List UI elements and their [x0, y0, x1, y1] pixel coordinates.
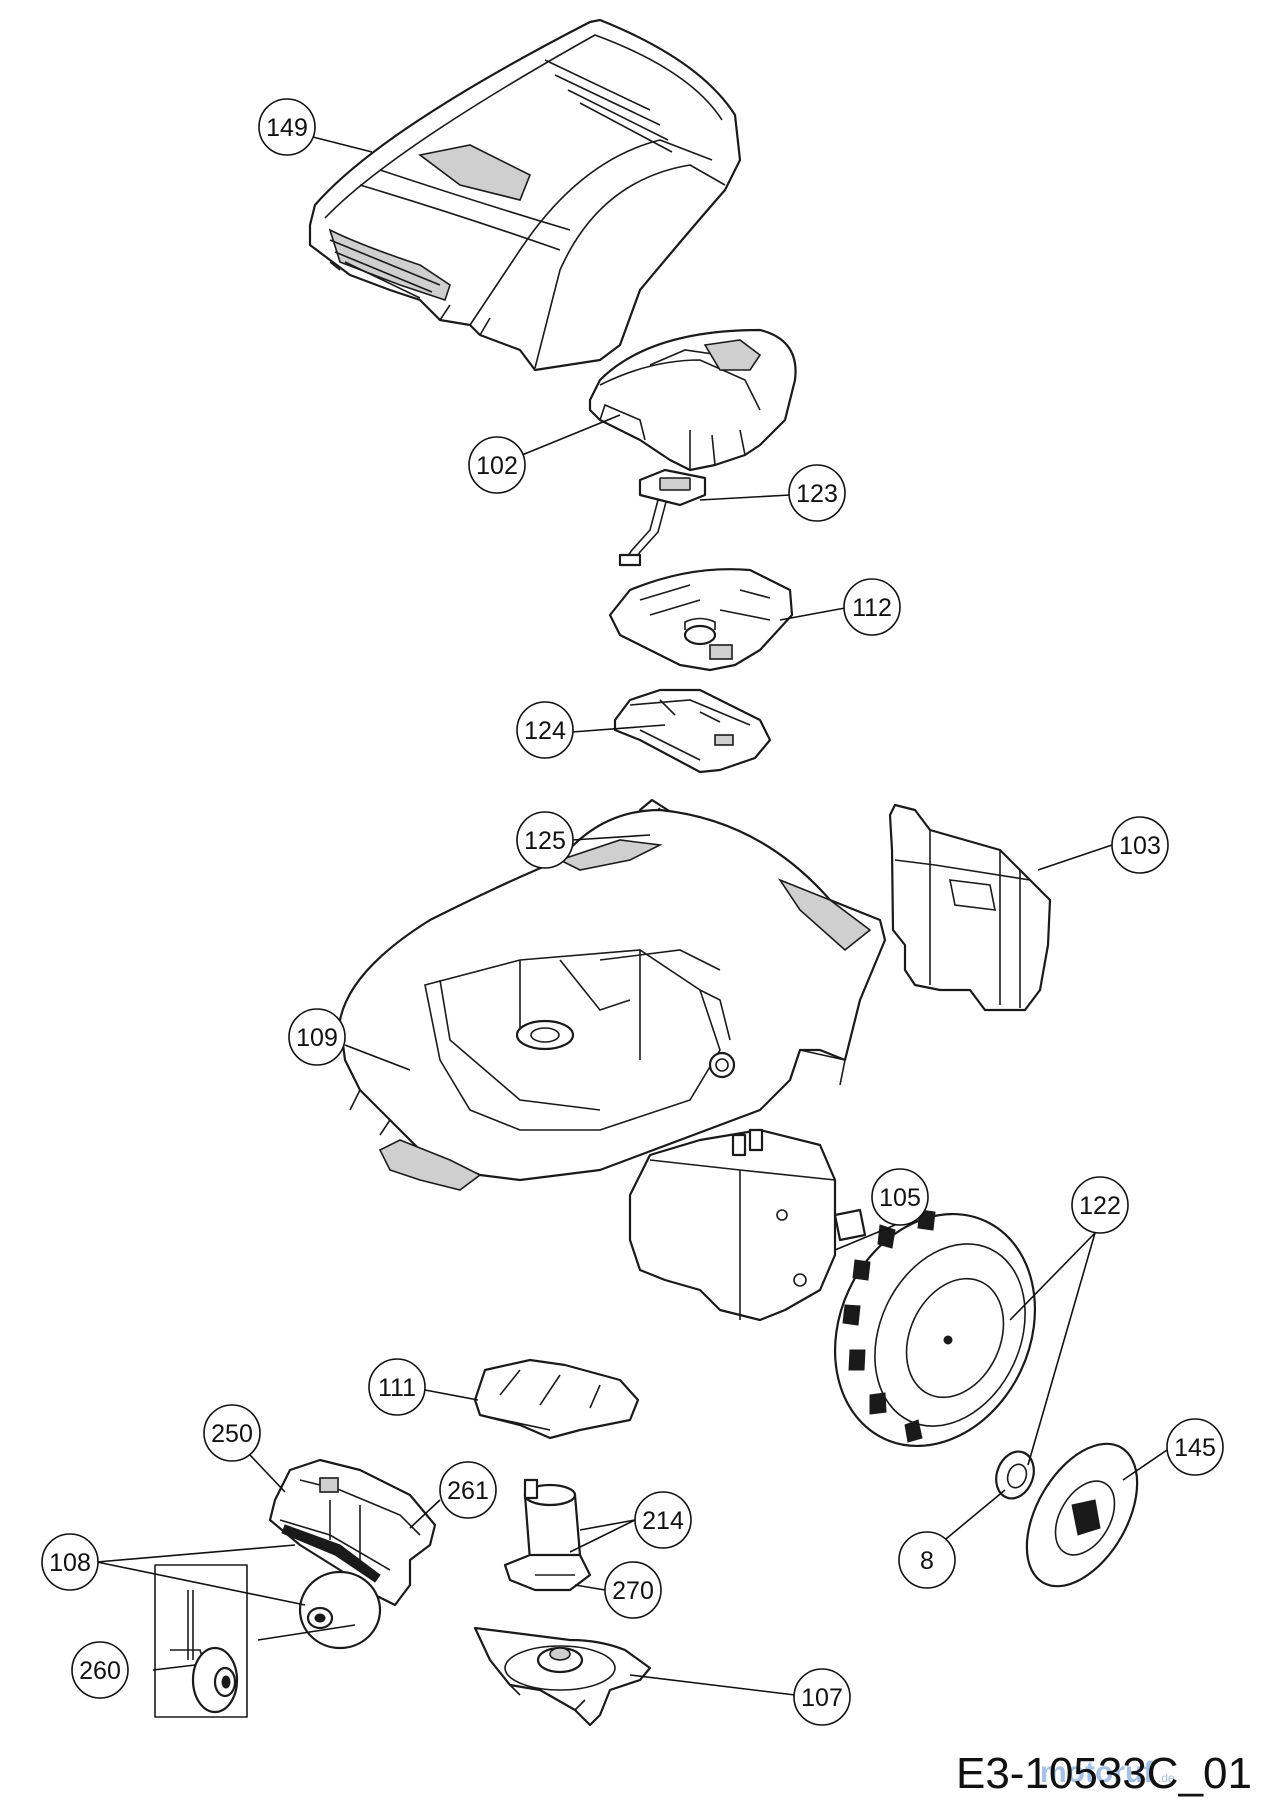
leader-lines	[96, 134, 1168, 1696]
leader-122a	[1009, 1232, 1096, 1321]
leader-107	[629, 1674, 796, 1696]
leader-270	[574, 1584, 606, 1591]
callout-250: 250	[203, 1404, 261, 1462]
callout-103-label: 103	[1119, 832, 1161, 860]
part-149-top-cover	[308, 18, 742, 372]
part-214-cutter-motor	[503, 1478, 592, 1592]
callout-8: 8	[898, 1531, 956, 1589]
part-260-caster-wheel	[154, 1564, 248, 1718]
part-102-front-cover	[588, 328, 797, 472]
callout-125-label: 125	[524, 827, 566, 855]
part-111-bracket	[473, 1358, 640, 1440]
leader-149	[304, 134, 373, 153]
part-109-chassis	[338, 808, 887, 1191]
leader-261	[409, 1499, 441, 1529]
callout-270: 270	[604, 1561, 662, 1619]
callout-109: 109	[288, 1008, 346, 1066]
part-124-pcb-tray	[613, 688, 772, 774]
leader-125	[571, 834, 651, 841]
callout-250-label: 250	[211, 1420, 253, 1448]
leader-111	[424, 1389, 479, 1401]
leader-105	[834, 1224, 896, 1251]
part-8-hub-nut	[995, 1450, 1035, 1500]
leader-112	[779, 607, 846, 621]
part-103-battery-box	[888, 803, 1052, 1012]
callout-111-label: 111	[378, 1374, 416, 1402]
callout-124: 124	[516, 701, 574, 759]
part-250-cutter-housing	[268, 1458, 437, 1607]
leader-109	[344, 1044, 411, 1071]
leader-108b	[96, 1561, 306, 1606]
leader-214b	[569, 1519, 636, 1553]
callout-122-label: 122	[1079, 1192, 1121, 1220]
leader-124	[571, 724, 666, 733]
callout-102-label: 102	[476, 452, 518, 480]
leader-103	[1037, 844, 1113, 871]
callout-214: 214	[634, 1491, 692, 1549]
leader-145	[1122, 1449, 1168, 1481]
part-122-wheel	[833, 1209, 1037, 1448]
callout-111: 111	[368, 1358, 426, 1416]
callout-149-label: 149	[266, 114, 308, 142]
leader-260a	[152, 1664, 196, 1671]
leader-108a	[96, 1544, 296, 1563]
callout-261: 261	[439, 1461, 497, 1519]
callout-112-label: 112	[852, 594, 892, 622]
callout-8-label: 8	[920, 1547, 934, 1575]
callout-149: 149	[258, 98, 316, 156]
callout-105: 105	[871, 1168, 929, 1226]
callout-260-label: 260	[79, 1657, 121, 1685]
watermark-text: motoruf	[1040, 1756, 1154, 1789]
leader-8	[934, 1489, 1006, 1549]
callout-145-label: 145	[1174, 1434, 1216, 1462]
leader-260b	[257, 1624, 356, 1641]
part-123-small-pcb	[618, 468, 707, 567]
watermark-suffix: .de	[1158, 1771, 1175, 1785]
callout-112: 112	[843, 578, 901, 636]
callout-214-label: 214	[642, 1507, 684, 1535]
callout-108-label: 108	[49, 1549, 91, 1577]
leader-214a	[579, 1519, 636, 1531]
callout-105-label: 105	[879, 1184, 921, 1212]
leader-102	[521, 414, 621, 456]
callout-102: 102	[468, 436, 526, 494]
drawing-code: E3-10533C_01	[956, 1749, 1252, 1798]
callout-261-label: 261	[447, 1477, 489, 1505]
part-112-main-pcb	[608, 568, 794, 672]
leader-123	[699, 494, 791, 501]
callout-125: 125	[516, 811, 574, 869]
callout-103: 103	[1111, 816, 1169, 874]
callout-124-label: 124	[524, 717, 566, 745]
part-107-blade-disc	[473, 1626, 652, 1727]
callout-123-label: 123	[796, 480, 838, 508]
callout-107-label: 107	[801, 1684, 843, 1712]
leader-250	[249, 1454, 286, 1493]
callout-270-label: 270	[612, 1577, 654, 1605]
callout-122: 122	[1071, 1176, 1129, 1234]
callout-107: 107	[793, 1668, 851, 1726]
leader-122b	[1027, 1232, 1096, 1466]
callout-108: 108	[41, 1533, 99, 1591]
callout-145: 145	[1166, 1418, 1224, 1476]
part-105-motor	[628, 1128, 867, 1322]
part-145-wheel-cap	[1025, 1442, 1139, 1588]
callout-123: 123	[788, 464, 846, 522]
callout-260: 260	[71, 1641, 129, 1699]
callout-109-label: 109	[296, 1024, 338, 1052]
part-108-front-wheel	[298, 1570, 382, 1650]
